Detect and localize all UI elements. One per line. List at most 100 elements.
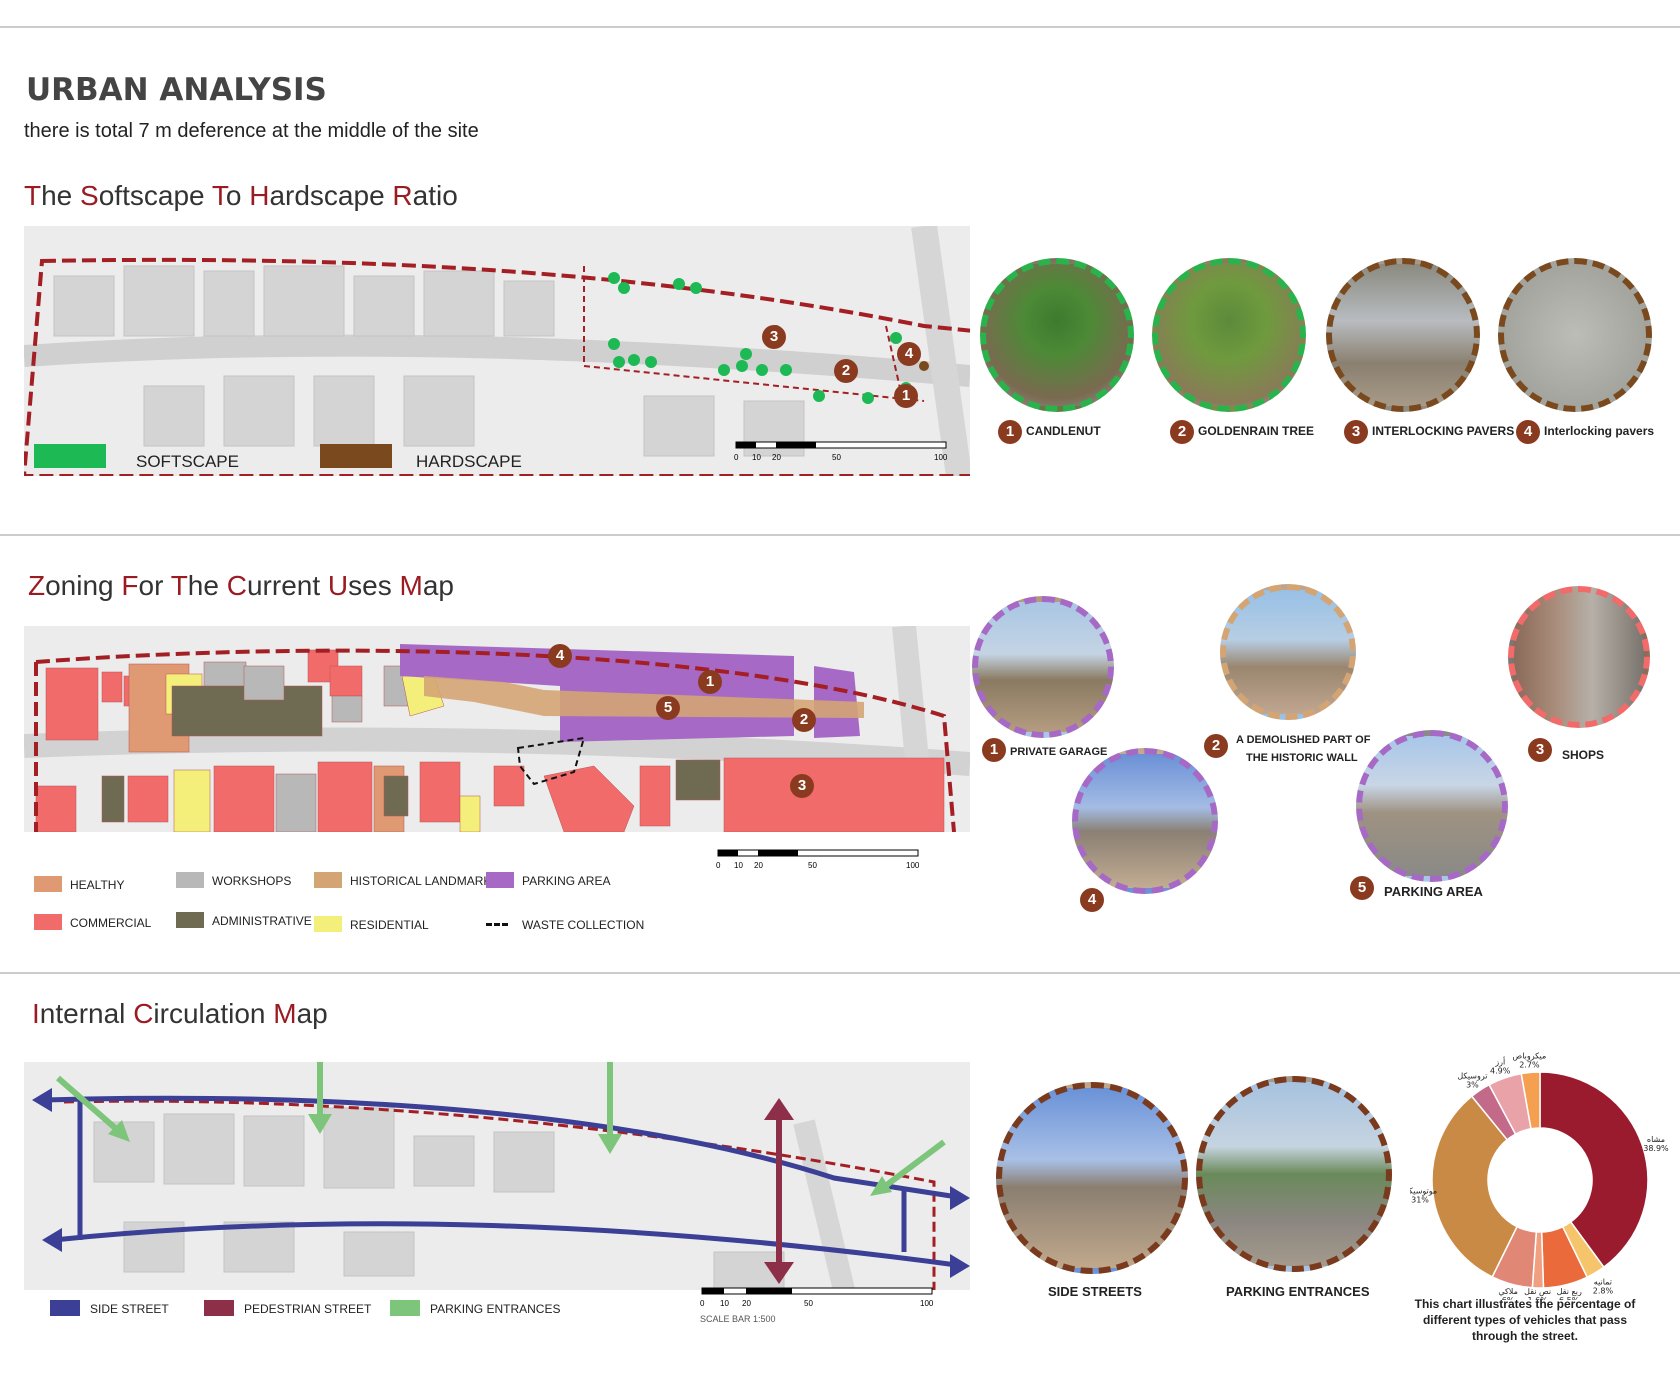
photo-parking-4: [1072, 748, 1218, 894]
svg-text:0: 0: [716, 861, 721, 870]
legend-swatch: [486, 872, 514, 888]
map-label: 2: [834, 359, 858, 383]
legend-label: COMMERCIAL: [70, 916, 152, 930]
title-fragment: H: [249, 180, 270, 211]
photo-1: [1152, 258, 1306, 412]
title-fragment: C: [133, 998, 154, 1029]
title-fragment: nternal: [39, 998, 134, 1029]
photo-caption: PARKING AREA: [1384, 884, 1483, 899]
legend-label: PARKING AREA: [522, 874, 611, 888]
svg-text:50: 50: [804, 1299, 813, 1308]
photo-number: 4: [1080, 888, 1104, 912]
title-fragment: ap: [296, 998, 328, 1029]
title-fragment: U: [327, 570, 349, 601]
photo-caption: Interlocking pavers: [1544, 424, 1655, 438]
donut-slice: [1431, 1095, 1519, 1278]
page-subtitle: there is total 7 m deference at the midd…: [24, 120, 479, 142]
photo-2: [1326, 258, 1480, 412]
legend-swatch: [34, 914, 62, 930]
title-fragment: T: [211, 180, 226, 211]
svg-text:0: 0: [700, 1299, 705, 1308]
legend-label: PEDESTRIAN STREET: [244, 1302, 372, 1316]
title-fragment: T: [170, 570, 188, 601]
photo-3: [1498, 258, 1652, 412]
svg-text:50: 50: [808, 861, 817, 870]
legend-label: RESIDENTIAL: [350, 918, 429, 932]
photo-parking-area: [1356, 730, 1508, 882]
title-fragment: ses: [348, 570, 400, 601]
legend-swatch: [176, 912, 204, 928]
photo-caption: SHOPS: [1562, 748, 1605, 762]
photo-private-garage: [972, 596, 1114, 738]
photo-0: [980, 258, 1134, 412]
page-title: URBAN ANALYSIS: [26, 72, 327, 108]
legend-swatch: [50, 1300, 80, 1316]
divider-2: [0, 972, 1680, 974]
photo-side-streets: [996, 1082, 1188, 1274]
chart-caption: This chart illustrates the percentage of…: [1414, 1297, 1636, 1343]
top-divider: [0, 26, 1680, 28]
legend-label: HISTORICAL LANDMARK: [350, 874, 492, 888]
photo-shops: [1508, 586, 1650, 728]
title-fragment: or: [138, 570, 171, 601]
title-fragment: M: [273, 998, 297, 1029]
legend-label: HEALTHY: [70, 878, 125, 892]
photo-number: 2: [1204, 734, 1228, 758]
title-fragment: M: [399, 570, 423, 601]
scale-bar: 0 10 20 50 100 SCALE BAR 1:500: [700, 1286, 940, 1335]
legend-swatch: [314, 872, 342, 888]
scale-bar-caption: SCALE BAR 1:500: [700, 1314, 776, 1324]
title-fragment: he: [187, 570, 227, 601]
title-fragment: o: [225, 180, 250, 211]
photo-caption: THE HISTORIC WALL: [1246, 752, 1358, 764]
photo-caption: SIDE STREETS: [1048, 1284, 1142, 1299]
title-fragment: ap: [422, 570, 454, 601]
title-fragment: atio: [412, 180, 458, 211]
legend-swatch-hardscape: [320, 444, 392, 468]
title-fragment: he: [41, 180, 81, 211]
legend-label-softscape: SOFTSCAPE: [136, 452, 239, 471]
photo-number: 3: [1528, 738, 1552, 762]
softscape-map-svg: [24, 226, 970, 476]
photo-parking-entrances: [1196, 1076, 1392, 1272]
title-fragment: S: [80, 180, 99, 211]
title-fragment: Z: [28, 570, 46, 601]
title-fragment: F: [121, 570, 139, 601]
photo-number: 3: [1344, 420, 1368, 444]
section2-title: Zoning For The Current Uses Map: [28, 570, 454, 602]
photo-number: 1: [998, 420, 1022, 444]
map-label: 3: [790, 774, 814, 798]
legend-swatch: [204, 1300, 234, 1316]
title-fragment: urrent: [246, 570, 328, 601]
svg-text:50: 50: [832, 453, 841, 462]
title-fragment: I: [32, 998, 40, 1029]
photo-caption: CANDLENUT: [1026, 424, 1101, 438]
map-label: 2: [792, 708, 816, 732]
map-label: 5: [656, 696, 680, 720]
legend-swatch: [314, 916, 342, 932]
map-label: 3: [762, 325, 786, 349]
photo-caption: INTERLOCKING PAVERS: [1372, 424, 1515, 438]
title-fragment: oning: [45, 570, 122, 601]
legend-swatch: [486, 923, 508, 926]
legend-label: SIDE STREET: [90, 1302, 169, 1316]
title-fragment: oftscape: [98, 180, 212, 211]
title-fragment: ardscape: [269, 180, 393, 211]
photo-caption: PARKING ENTRANCES: [1226, 1284, 1370, 1299]
photo-caption: GOLDENRAIN TREE: [1198, 424, 1315, 438]
divider-1: [0, 534, 1680, 536]
scale-bar: 0 10 20 50 100: [734, 440, 954, 483]
svg-text:10: 10: [734, 861, 743, 870]
softscape-map: 3 2 4 1: [24, 226, 970, 476]
map-label: 4: [548, 644, 572, 668]
photo-number: 1: [982, 738, 1006, 762]
photo-number: 4: [1516, 420, 1540, 444]
svg-text:20: 20: [742, 1299, 751, 1308]
scale-bar: 0 10 20 50 100: [716, 848, 936, 877]
zoning-map: 4 1 5 2 3: [24, 626, 970, 832]
